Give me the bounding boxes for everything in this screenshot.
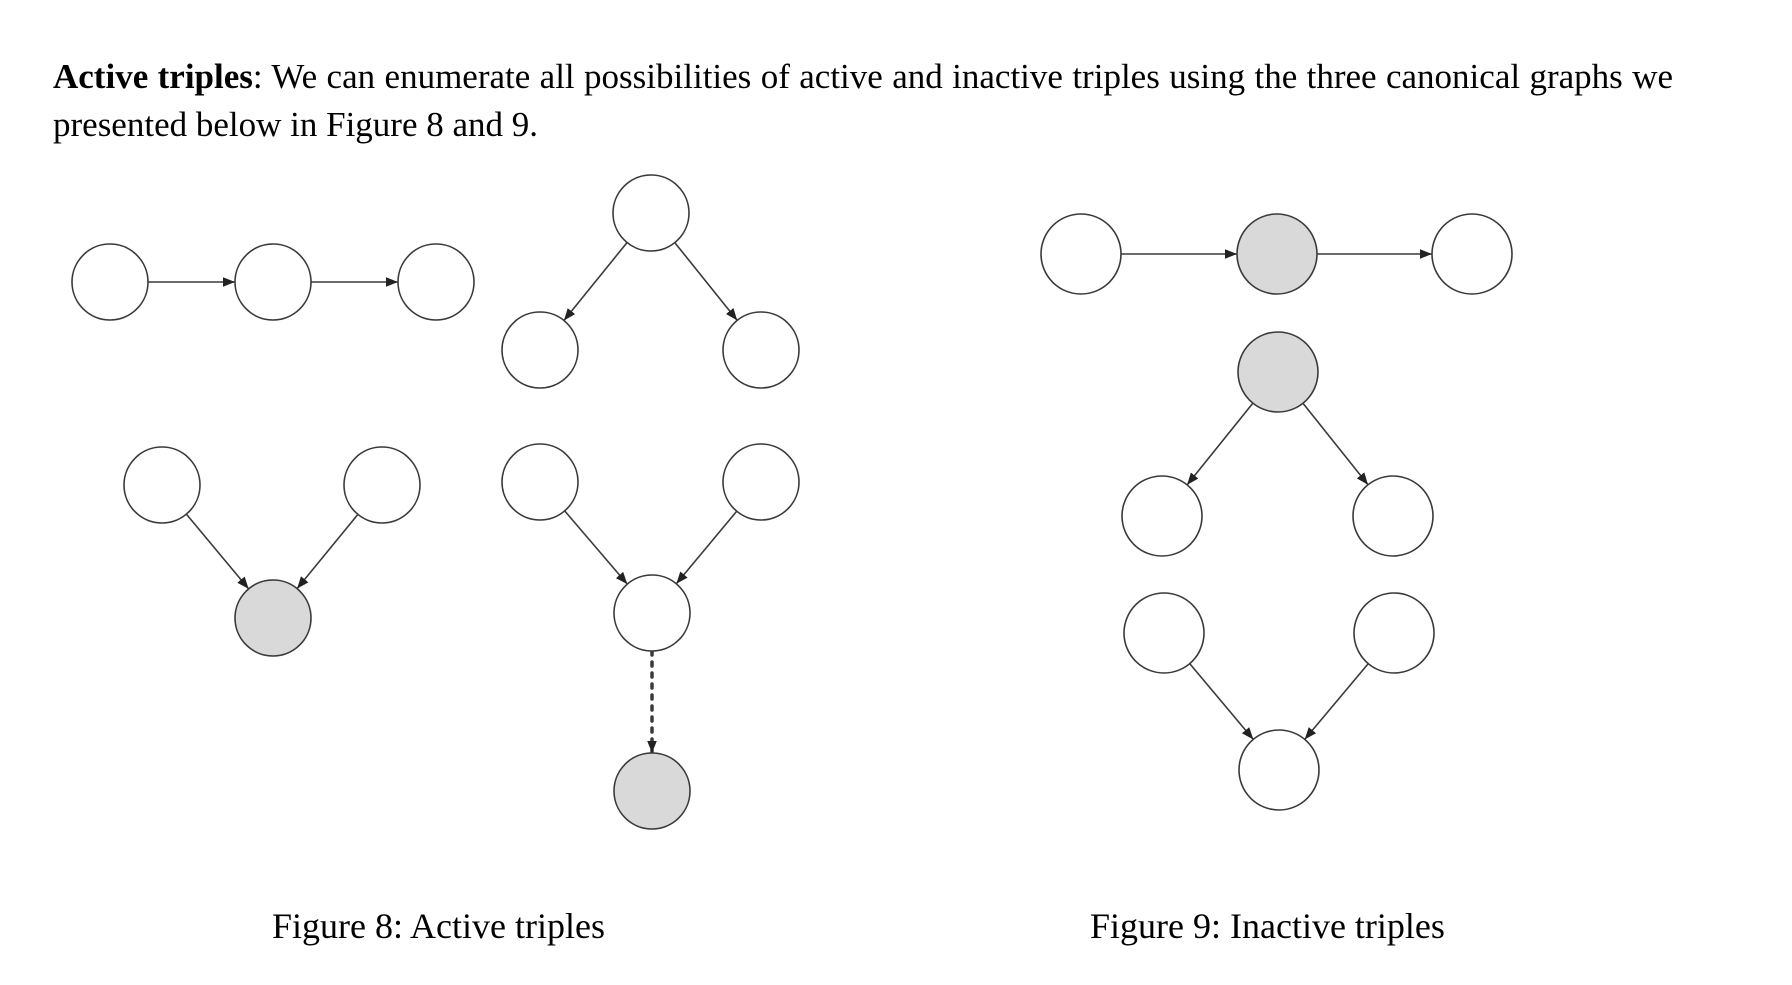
figure-8-diagram [71,174,800,830]
fig8-fork-edge-1 [563,242,628,321]
fig9-fork-node-l [1121,475,1203,557]
fig8-collider-node-l [123,446,201,524]
fig9-fork-edge-1 [1186,402,1254,486]
fig9-collider-node-bot [1238,729,1320,811]
fig8-descendant-node-mid [613,574,691,652]
fig8-descendant-edge-2 [675,510,738,585]
fig8-descendant-node-desc-observed [613,752,691,830]
fig8-fork-node-top [612,174,690,252]
fig8-collider-node-r [343,446,421,524]
fig9-collider-edge-2 [1304,663,1369,740]
fig9-chain-node-a [1040,213,1122,295]
fig8-collider-edge-2 [296,513,359,590]
fig8-fork-node-l [501,311,579,389]
intro-paragraph: Active triples: We can enumerate all pos… [53,53,1673,149]
fig8-collider-edge-1 [185,513,250,590]
fig8-chain-node-b [234,243,312,321]
fig9-collider-node-r [1353,592,1435,674]
fig8-descendant-node-r [722,443,800,521]
fig8-chain-node-c [397,243,475,321]
fig9-fork-edge-2 [1302,402,1369,486]
fig9-fork-node-r [1352,475,1434,557]
fig9-collider-node-l [1123,592,1205,674]
fig8-chain-node-a [71,243,149,321]
fig8-fork-node-r [722,311,800,389]
fig9-chain-node-b-observed [1236,213,1318,295]
figure-9-diagram [1040,213,1513,811]
paragraph-lead: Active triples [53,57,253,96]
paragraph-body: : We can enumerate all possibilities of … [53,57,1674,144]
fig8-descendant-node-l [501,443,579,521]
fig8-descendant-edge-1 [564,510,628,585]
figure-9-caption: Figure 9: Inactive triples [1090,906,1445,946]
fig9-chain-node-c [1431,213,1513,295]
fig9-fork-node-top-observed [1237,331,1319,413]
figure-8-caption: Figure 8: Active triples [272,906,605,946]
fig9-collider-edge-1 [1189,663,1254,740]
fig8-fork-edge-2 [674,242,738,321]
fig8-collider-node-bot-observed [234,579,312,657]
